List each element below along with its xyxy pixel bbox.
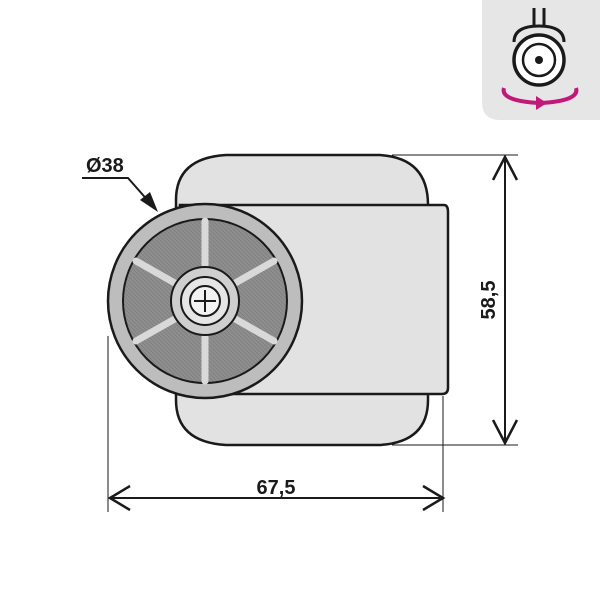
- swivel-badge: [482, 0, 600, 120]
- width-arrow-left: [107, 484, 131, 512]
- swivel-rotation-icon: [501, 8, 579, 110]
- height-arrow-top: [491, 154, 519, 181]
- diameter-callout: Ø38: [82, 155, 158, 212]
- diameter-leader-line: [82, 177, 151, 204]
- wheel-spokes: [132, 217, 278, 385]
- diameter-label: Ø38: [86, 155, 124, 177]
- height-dimension: 58,5: [392, 154, 519, 446]
- width-dimension: 67,5: [107, 336, 446, 512]
- width-label: 67,5: [257, 477, 296, 499]
- height-label: 58,5: [478, 281, 500, 320]
- diameter-arrowhead: [140, 192, 158, 212]
- wheel: [106, 202, 304, 400]
- height-arrow-bottom: [491, 419, 519, 446]
- width-arrow-right: [422, 484, 446, 512]
